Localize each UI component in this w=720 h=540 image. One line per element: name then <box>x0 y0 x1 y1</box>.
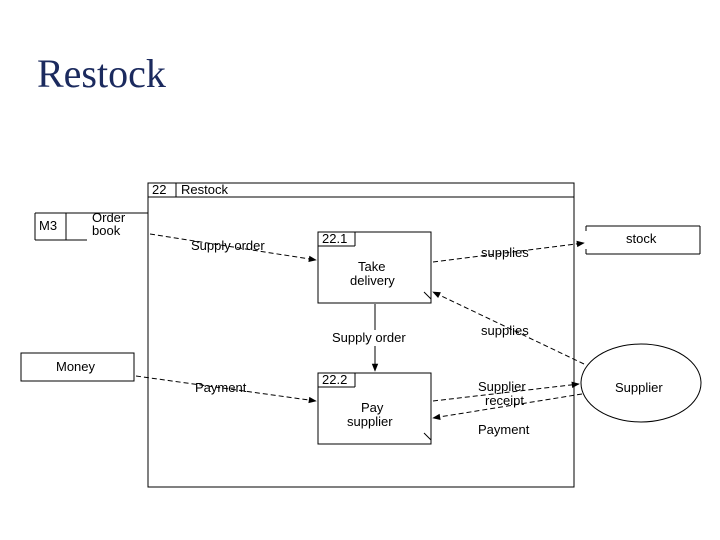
flow-payment-in: Payment <box>135 375 317 404</box>
parent-process-name: Restock <box>181 182 228 197</box>
flow-supplies-out-label: supplies <box>481 245 529 260</box>
flow-payment-out: Payment <box>432 393 583 437</box>
stock-label: stock <box>626 231 657 246</box>
data-store-order-book[interactable]: M3 Order book <box>34 210 148 241</box>
supplier-label: Supplier <box>615 380 663 395</box>
flow-supplies-out: supplies <box>432 240 585 263</box>
flow-supply-order-between: Supply order <box>332 304 406 372</box>
flow-supply-order-between-label: Supply order <box>332 330 406 345</box>
pay-supplier-label-line1: Pay <box>361 400 384 415</box>
process-pay-supplier[interactable]: 22.2 Pay supplier <box>317 372 432 445</box>
flow-supplies-in: supplies <box>432 291 585 365</box>
order-book-label-line2: book <box>92 223 121 238</box>
data-store-stock[interactable]: stock <box>585 225 701 255</box>
external-entity-supplier[interactable]: Supplier <box>580 343 702 423</box>
order-book-code: M3 <box>39 218 57 233</box>
order-book-label-line1: Order <box>92 210 126 225</box>
money-label: Money <box>56 359 96 374</box>
parent-process-number: 22 <box>152 182 166 197</box>
pay-supplier-label-line2: supplier <box>347 414 393 429</box>
flow-payment-in-label: Payment <box>195 380 247 395</box>
take-delivery-label-line1: Take <box>358 259 385 274</box>
flow-supply-order-in: Supply order <box>149 233 317 263</box>
flow-supply-order-in-label: Supply order <box>191 238 265 253</box>
flow-supplier-receipt: Supplier receipt <box>432 379 580 408</box>
take-delivery-number: 22.1 <box>322 231 347 246</box>
slide-title: Restock <box>37 51 166 96</box>
flow-supplier-receipt-label-line2: receipt <box>485 393 524 408</box>
external-entity-money[interactable]: Money <box>20 352 135 382</box>
pay-supplier-number: 22.2 <box>322 372 347 387</box>
take-delivery-label-line2: delivery <box>350 273 395 288</box>
flow-payment-out-label: Payment <box>478 422 530 437</box>
process-take-delivery[interactable]: 22.1 Take delivery <box>317 231 432 304</box>
flow-supplies-in-label: supplies <box>481 323 529 338</box>
flow-supplier-receipt-label-line1: Supplier <box>478 379 526 394</box>
parent-process-frame: 22 Restock <box>147 182 575 488</box>
